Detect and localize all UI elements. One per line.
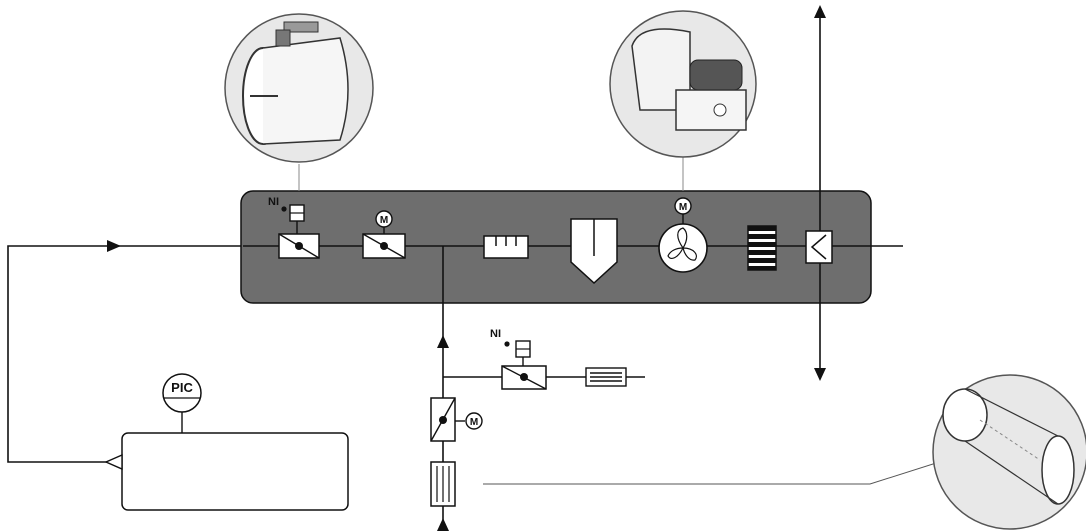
ni-label-branch: NI xyxy=(490,328,501,340)
branch-damper xyxy=(501,340,547,390)
damper-2 xyxy=(362,210,406,259)
leader-line-cone xyxy=(483,456,956,485)
arrow-down-icon xyxy=(814,368,826,381)
damper-1 xyxy=(278,204,320,259)
conical-duct-photo-icon xyxy=(932,374,1086,530)
process-unit-box xyxy=(240,190,872,304)
fan-symbol-icon xyxy=(658,197,708,273)
flow-arrow-return xyxy=(107,240,121,252)
duct-damper-photo-icon xyxy=(224,13,374,163)
branch-filter-icon xyxy=(430,461,456,507)
silencer-symbol-icon xyxy=(747,225,777,271)
vertical-damper xyxy=(430,397,483,442)
tank-nozzle xyxy=(104,453,123,471)
arrow-up-icon xyxy=(437,518,449,531)
filter-symbol-icon xyxy=(483,235,529,259)
pic-label: PIC xyxy=(171,380,193,395)
tank xyxy=(121,432,349,511)
motor-label-fan: M xyxy=(679,202,687,213)
cyclone-symbol-icon xyxy=(570,218,618,285)
return-line xyxy=(7,245,243,463)
branch-silencer-icon xyxy=(585,367,627,387)
arrow-up-icon xyxy=(814,5,826,18)
pic-instrument xyxy=(162,373,202,413)
motor-label-branch: M xyxy=(470,417,478,428)
ni-label-main: NI xyxy=(268,196,279,208)
motor-label-1: M xyxy=(380,215,388,226)
centrifugal-fan-photo-icon xyxy=(609,10,757,158)
diverter-valve-icon xyxy=(805,230,833,264)
arrow-up-icon xyxy=(437,335,449,348)
